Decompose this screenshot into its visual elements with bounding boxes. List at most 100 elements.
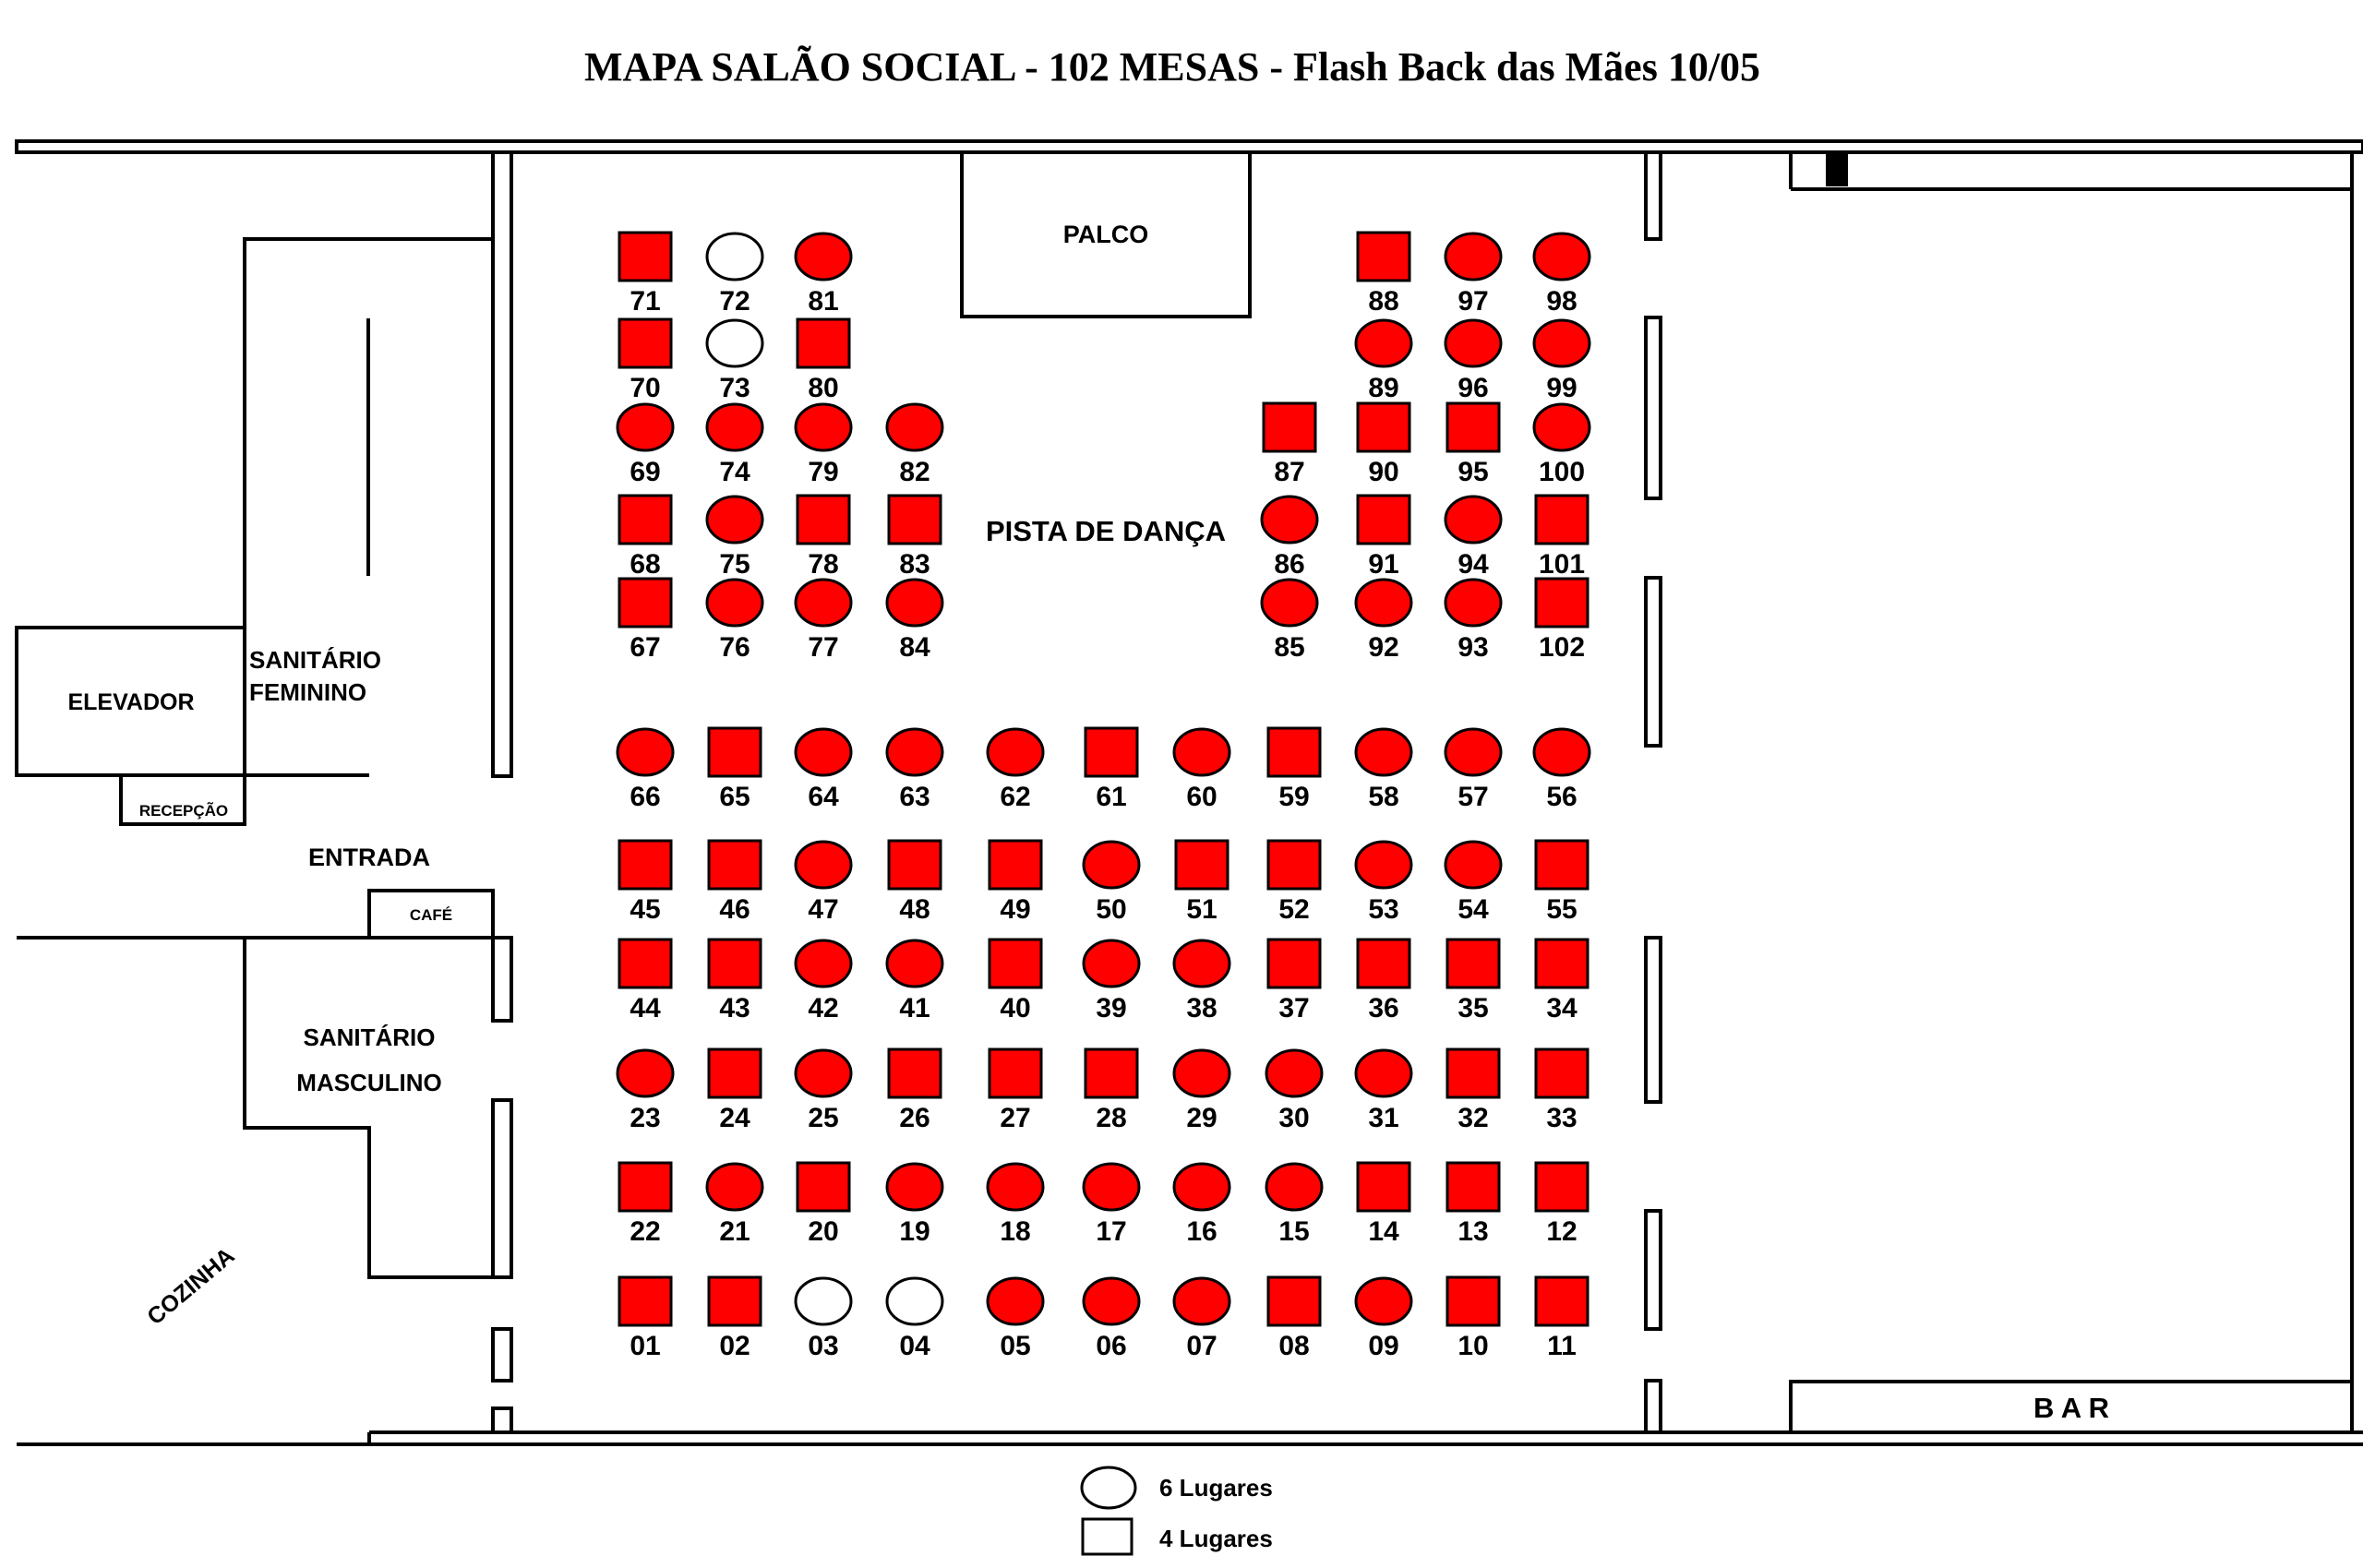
table-23[interactable]: 23 (616, 1048, 675, 1133)
table-02-square[interactable] (707, 1275, 762, 1327)
table-28[interactable]: 28 (1084, 1047, 1139, 1133)
table-30-circle[interactable] (1265, 1048, 1324, 1098)
table-31-circle[interactable] (1354, 1048, 1413, 1098)
table-74[interactable]: 74 (705, 402, 764, 487)
table-10[interactable]: 10 (1445, 1275, 1501, 1361)
table-17-circle[interactable] (1082, 1162, 1141, 1212)
table-36-square[interactable] (1356, 938, 1411, 989)
table-85-circle[interactable] (1260, 578, 1319, 628)
table-01-square[interactable] (618, 1275, 673, 1327)
table-52[interactable]: 52 (1266, 839, 1322, 925)
table-09-circle[interactable] (1354, 1276, 1413, 1326)
table-15-circle[interactable] (1265, 1162, 1324, 1212)
table-58[interactable]: 58 (1354, 727, 1413, 812)
table-40-square[interactable] (988, 938, 1043, 989)
table-101[interactable]: 101 (1534, 494, 1589, 580)
table-43-square[interactable] (707, 938, 762, 989)
table-47[interactable]: 47 (794, 840, 853, 925)
table-51-square[interactable] (1174, 839, 1229, 891)
table-03[interactable]: 03 (794, 1276, 853, 1361)
table-35-square[interactable] (1445, 938, 1501, 989)
table-32[interactable]: 32 (1445, 1047, 1501, 1133)
table-12[interactable]: 12 (1534, 1161, 1589, 1247)
table-77-circle[interactable] (794, 578, 853, 628)
table-60-circle[interactable] (1172, 727, 1231, 777)
table-07[interactable]: 07 (1172, 1276, 1231, 1361)
table-91-square[interactable] (1356, 494, 1411, 545)
table-99[interactable]: 99 (1532, 318, 1591, 403)
table-39-circle[interactable] (1082, 939, 1141, 988)
table-44-square[interactable] (618, 938, 673, 989)
table-43[interactable]: 43 (707, 938, 762, 1023)
table-22-square[interactable] (618, 1161, 673, 1213)
table-19[interactable]: 19 (885, 1162, 944, 1247)
table-62-circle[interactable] (986, 727, 1045, 777)
table-09[interactable]: 09 (1354, 1276, 1413, 1361)
table-101-square[interactable] (1534, 494, 1589, 545)
table-84[interactable]: 84 (885, 578, 944, 663)
table-20-square[interactable] (796, 1161, 851, 1213)
table-67[interactable]: 67 (618, 577, 673, 663)
table-95-square[interactable] (1445, 401, 1501, 453)
table-27-square[interactable] (988, 1047, 1043, 1099)
table-90-square[interactable] (1356, 401, 1411, 453)
table-98-circle[interactable] (1532, 232, 1591, 281)
table-21[interactable]: 21 (705, 1162, 764, 1247)
table-24-square[interactable] (707, 1047, 762, 1099)
table-48-square[interactable] (887, 839, 942, 891)
table-73-circle[interactable] (705, 318, 764, 368)
table-102[interactable]: 102 (1534, 577, 1589, 663)
table-63[interactable]: 63 (885, 727, 944, 812)
table-25[interactable]: 25 (794, 1048, 853, 1133)
table-91[interactable]: 91 (1356, 494, 1411, 580)
table-08[interactable]: 08 (1266, 1275, 1322, 1361)
table-22[interactable]: 22 (618, 1161, 673, 1247)
table-16-circle[interactable] (1172, 1162, 1231, 1212)
table-68[interactable]: 68 (618, 494, 673, 580)
table-61-square[interactable] (1084, 726, 1139, 778)
table-42-circle[interactable] (794, 939, 853, 988)
table-32-square[interactable] (1445, 1047, 1501, 1099)
table-27[interactable]: 27 (988, 1047, 1043, 1133)
table-54[interactable]: 54 (1444, 840, 1503, 925)
table-14-square[interactable] (1356, 1161, 1411, 1213)
table-77[interactable]: 77 (794, 578, 853, 663)
table-83-square[interactable] (887, 494, 942, 545)
table-88-square[interactable] (1356, 231, 1411, 282)
table-25-circle[interactable] (794, 1048, 853, 1098)
table-100[interactable]: 100 (1532, 402, 1591, 487)
table-08-square[interactable] (1266, 1275, 1322, 1327)
table-93[interactable]: 93 (1444, 578, 1503, 663)
table-19-circle[interactable] (885, 1162, 944, 1212)
table-90[interactable]: 90 (1356, 401, 1411, 487)
table-56-circle[interactable] (1532, 727, 1591, 777)
table-62[interactable]: 62 (986, 727, 1045, 812)
table-87-square[interactable] (1262, 401, 1317, 453)
table-70[interactable]: 70 (618, 317, 673, 403)
table-04[interactable]: 04 (885, 1276, 944, 1361)
table-49[interactable]: 49 (988, 839, 1043, 925)
table-72-circle[interactable] (705, 232, 764, 281)
table-28-square[interactable] (1084, 1047, 1139, 1099)
table-50-circle[interactable] (1082, 840, 1141, 890)
table-13[interactable]: 13 (1445, 1161, 1501, 1247)
table-79[interactable]: 79 (794, 402, 853, 487)
table-86-circle[interactable] (1260, 495, 1319, 545)
table-11-square[interactable] (1534, 1275, 1589, 1327)
table-37[interactable]: 37 (1266, 938, 1322, 1023)
table-49-square[interactable] (988, 839, 1043, 891)
table-33[interactable]: 33 (1534, 1047, 1589, 1133)
table-59-square[interactable] (1266, 726, 1322, 778)
table-97-circle[interactable] (1444, 232, 1503, 281)
table-41-circle[interactable] (885, 939, 944, 988)
table-35[interactable]: 35 (1445, 938, 1501, 1023)
table-89[interactable]: 89 (1354, 318, 1413, 403)
table-71[interactable]: 71 (618, 231, 673, 317)
table-69[interactable]: 69 (616, 402, 675, 487)
table-82-circle[interactable] (885, 402, 944, 452)
table-81[interactable]: 81 (794, 232, 853, 317)
table-46-square[interactable] (707, 839, 762, 891)
table-83[interactable]: 83 (887, 494, 942, 580)
table-53-circle[interactable] (1354, 840, 1413, 890)
table-23-circle[interactable] (616, 1048, 675, 1098)
